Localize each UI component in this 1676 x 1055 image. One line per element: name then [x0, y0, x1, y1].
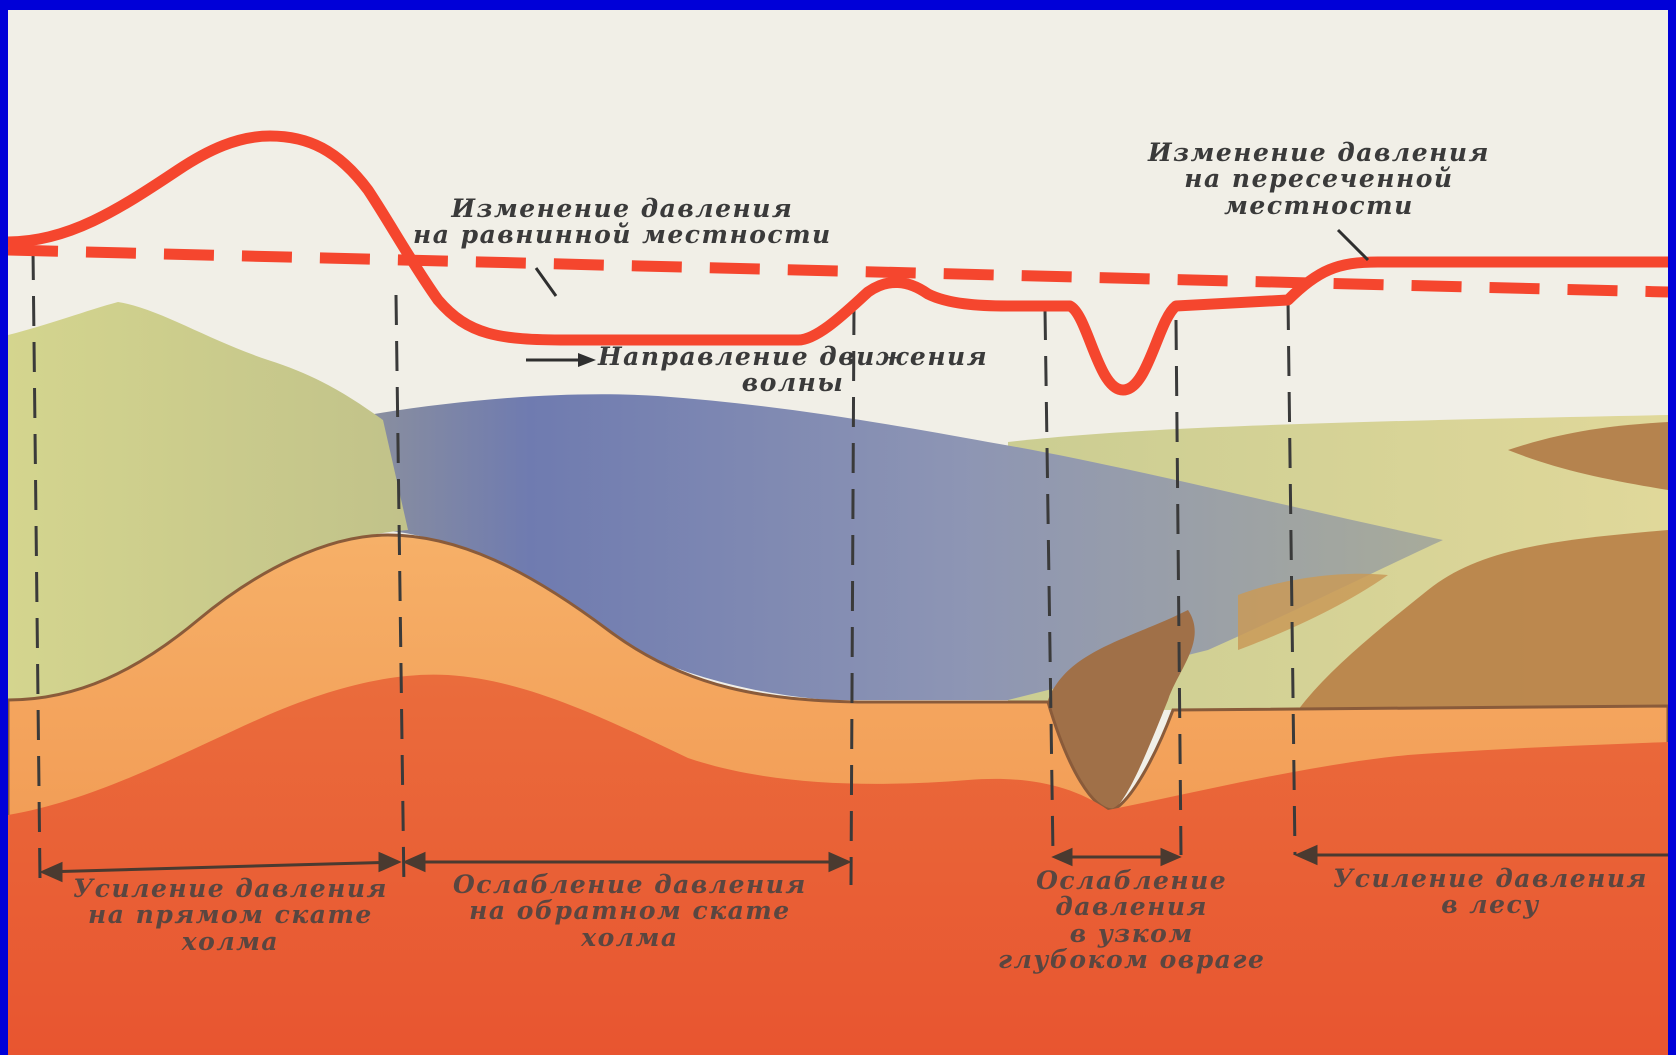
zone-label-back-slope-line-2: на обратном скате	[453, 898, 807, 924]
zone-label-back-slope-line-3: холма	[453, 925, 807, 951]
rugged-terrain-label-line-1: Изменение давления	[1148, 140, 1490, 166]
zone-label-front-slope: Усиление давления на прямом скате холма	[73, 876, 388, 955]
zone-label-back-slope: Ослабление давления на обратном скате хо…	[453, 872, 807, 951]
zone-label-forest-line-1: Усиление давления	[1333, 866, 1648, 892]
zone-label-ravine-line-1: Ослабление	[998, 868, 1265, 894]
plain-terrain-label: Изменение давления на равнинной местност…	[413, 196, 832, 249]
zone-label-front-slope-line-3: холма	[73, 929, 388, 955]
rugged-terrain-label-line-2: на пересеченной	[1148, 166, 1490, 192]
zone-label-front-slope-line-2: на прямом скате	[73, 902, 388, 928]
zone-label-forest-line-2: в лесу	[1333, 892, 1648, 918]
plain-terrain-label-line-1: Изменение давления	[413, 196, 832, 222]
rugged-terrain-label: Изменение давления на пересеченной местн…	[1148, 140, 1490, 219]
wave-direction-label: Направление движения волны	[598, 344, 988, 397]
zone-label-ravine: Ослабление давления в узком глубоком овр…	[998, 868, 1265, 973]
zone-label-forest: Усиление давления в лесу	[1333, 866, 1648, 919]
zone-label-ravine-line-2: давления	[998, 894, 1265, 920]
wave-direction-arrow	[526, 353, 596, 367]
plain-terrain-label-line-2: на равнинной местности	[413, 222, 832, 248]
plain-pressure-curve	[8, 250, 1668, 292]
diagram-frame: Изменение давления на равнинной местност…	[8, 10, 1668, 1055]
zone-label-ravine-line-4: глубоком овраге	[998, 947, 1265, 973]
rugged-terrain-label-line-3: местности	[1148, 193, 1490, 219]
wave-direction-label-line-1: Направление движения	[598, 344, 988, 370]
zone-label-back-slope-line-1: Ослабление давления	[453, 872, 807, 898]
zone-label-ravine-line-3: в узком	[998, 921, 1265, 947]
zone-label-front-slope-line-1: Усиление давления	[73, 876, 388, 902]
wave-direction-label-line-2: волны	[598, 370, 988, 396]
